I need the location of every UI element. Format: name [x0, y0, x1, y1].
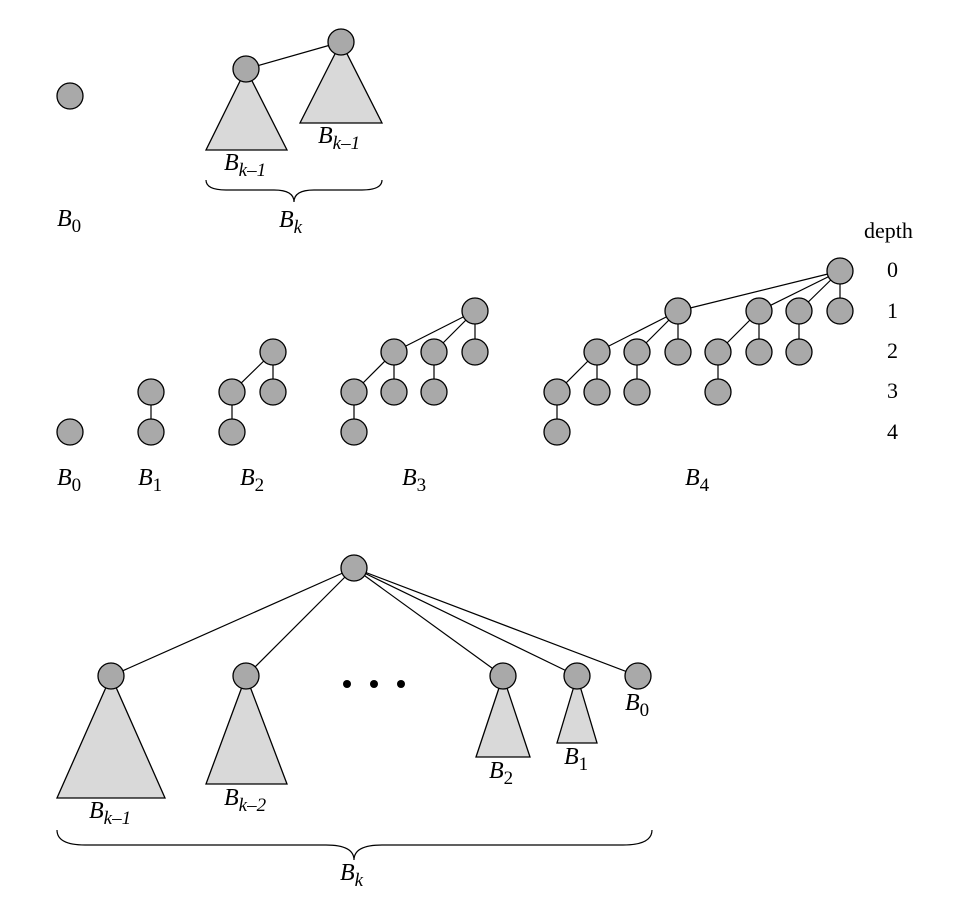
tree-node	[543, 378, 571, 406]
label-b3: B3	[402, 465, 426, 496]
label-bottom-b1: B1	[564, 744, 588, 775]
tree-node	[137, 418, 165, 446]
child-node	[232, 662, 260, 690]
tree-node	[259, 338, 287, 366]
tree-node	[664, 297, 692, 325]
depth-4: 4	[887, 419, 898, 444]
subtree-triangle-2	[475, 673, 531, 758]
tree-node	[664, 338, 692, 366]
label-top-left-subtree: Bk–1	[224, 150, 266, 181]
tree-node	[826, 297, 854, 325]
tree-node	[380, 338, 408, 366]
tree-node	[218, 378, 246, 406]
tree-node	[583, 338, 611, 366]
tree-b0	[56, 418, 84, 446]
tree-node	[259, 378, 287, 406]
label-top-bk: Bk	[279, 207, 303, 238]
left-root-node	[232, 55, 260, 83]
tree-b3	[340, 297, 489, 446]
root-node	[340, 554, 368, 582]
label-bottom-b2: B2	[489, 758, 513, 789]
tree-node	[340, 418, 368, 446]
root-edge	[110, 567, 355, 677]
label-bottom-b0: B0	[625, 690, 649, 721]
tree-node	[704, 338, 732, 366]
label-bottom-k-1: Bk–1	[89, 798, 131, 829]
ellipsis-dot	[370, 680, 378, 688]
ellipsis-dot	[343, 680, 351, 688]
child-node	[489, 662, 517, 690]
tree-node	[745, 338, 773, 366]
ellipsis-dot	[397, 680, 405, 688]
depth-header: depth	[864, 218, 913, 243]
label-b4: B4	[685, 465, 710, 496]
tree-node	[785, 297, 813, 325]
tree-node	[420, 338, 448, 366]
child-node	[563, 662, 591, 690]
label-bottom-k-2: Bk–2	[224, 785, 267, 816]
right-subtree-triangle	[298, 40, 384, 124]
tree-b2	[218, 338, 287, 446]
child-node	[97, 662, 125, 690]
tree-node	[704, 378, 732, 406]
tree-node	[543, 418, 571, 446]
depth-2: 2	[887, 338, 898, 363]
tree-node	[218, 418, 246, 446]
label-bottom-bk: Bk	[340, 860, 364, 891]
subtree-triangle-1	[556, 673, 598, 744]
top-brace	[205, 179, 383, 203]
root-edge	[353, 567, 578, 677]
root-edge	[245, 567, 355, 677]
tree-node	[745, 297, 773, 325]
bottom-section: Bk–1 Bk–2 B2 B1 B0 Bk	[56, 554, 653, 891]
tree-node	[623, 338, 651, 366]
tree-node	[583, 378, 611, 406]
tree-node	[137, 378, 165, 406]
tree-b1	[137, 378, 165, 446]
link-edge	[245, 41, 342, 70]
label-b2: B2	[240, 465, 264, 496]
tree-node	[56, 418, 84, 446]
tree-node	[340, 378, 368, 406]
middle-section: depth 0 1 2 3 4	[56, 218, 913, 496]
tree-node	[623, 378, 651, 406]
tree-node	[826, 257, 854, 285]
top-section: B0 Bk–1 Bk–1 Bk	[56, 28, 384, 238]
depth-1: 1	[887, 298, 898, 323]
label-b1: B1	[138, 465, 162, 496]
tree-b4	[543, 257, 854, 446]
tree-node	[785, 338, 813, 366]
root-edge	[353, 567, 504, 677]
depth-0: 0	[887, 257, 898, 282]
b0-node	[56, 82, 84, 110]
subtree-triangle-k-1	[56, 674, 166, 799]
label-top-right-subtree: Bk–1	[318, 123, 360, 154]
right-root-node	[327, 28, 355, 56]
label-b0: B0	[57, 465, 81, 496]
root-edge	[353, 567, 639, 677]
label-top-b0: B0	[57, 206, 81, 237]
subtree-triangle-k-2	[205, 674, 288, 785]
child-node	[624, 662, 652, 690]
bottom-brace	[56, 829, 653, 861]
depth-3: 3	[887, 378, 898, 403]
tree-node	[420, 378, 448, 406]
tree-node	[461, 297, 489, 325]
left-subtree-triangle	[204, 67, 289, 151]
tree-node	[461, 338, 489, 366]
tree-node	[380, 378, 408, 406]
